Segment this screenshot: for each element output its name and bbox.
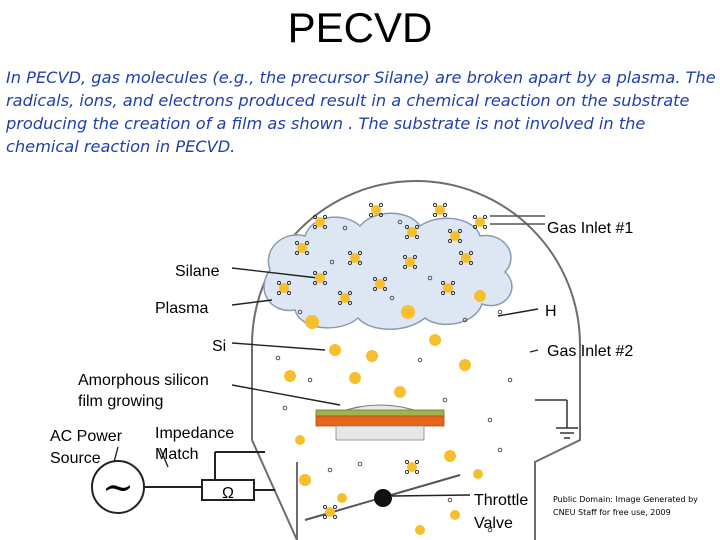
silane-molecules xyxy=(276,202,488,520)
impedance-label-line2: Match xyxy=(155,446,199,463)
h-label: H xyxy=(545,303,557,320)
si-atoms xyxy=(284,290,486,535)
substrate-stack xyxy=(315,404,445,441)
ground-symbol xyxy=(535,399,578,439)
gas-inlet-1-label: Gas Inlet #1 xyxy=(547,220,633,237)
silane-label: Silane xyxy=(175,263,220,280)
throttle-label-line1: Throttle xyxy=(474,492,528,509)
plasma-cloud xyxy=(263,212,513,330)
hydrogen-atoms xyxy=(275,219,513,533)
description-text: In PECVD, gas molecules (e.g., the precu… xyxy=(6,68,716,156)
plasma-label: Plasma xyxy=(155,300,208,317)
ac-power-label-line2: Source xyxy=(50,450,101,467)
credit-line1: Public Domain: Image Generated by xyxy=(553,495,698,504)
ac-circuit: ~ Ω xyxy=(91,451,275,514)
gas-inlet-2-label: Gas Inlet #2 xyxy=(547,343,633,360)
pointer-lines xyxy=(113,267,539,497)
ac-wave-symbol: ~ xyxy=(102,465,134,509)
credit-line2: CNEU Staff for free use, 2009 xyxy=(553,508,671,517)
amorphous-label-line2: film growing xyxy=(78,393,163,410)
gas-inlet-1-pipe xyxy=(490,215,545,225)
si-label: Si xyxy=(212,338,226,355)
amorphous-label-line1: Amorphous silicon xyxy=(78,372,209,389)
impedance-label-line1: Impedance xyxy=(155,425,234,442)
ac-power-label-line1: AC Power xyxy=(50,428,123,445)
throttle-label-line2: Valve xyxy=(474,515,513,532)
page-title: PECVD xyxy=(287,4,433,51)
omega-symbol: Ω xyxy=(222,485,234,502)
